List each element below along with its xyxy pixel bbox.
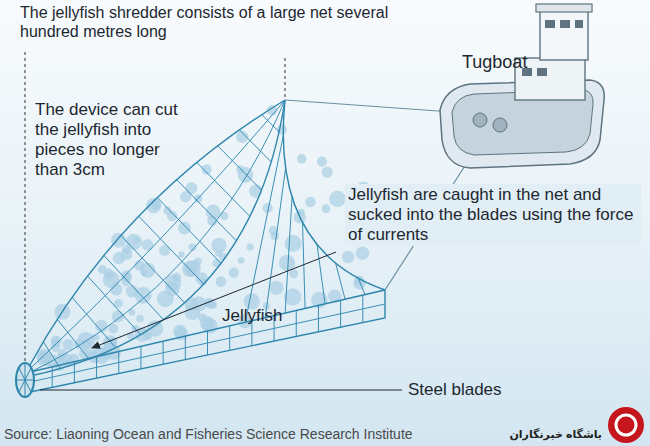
net-strand <box>268 118 277 136</box>
watermark-text: باشگاه خبرنگاران <box>490 428 602 441</box>
net-strand <box>43 343 56 356</box>
title-text: The jellyfish shredder consists of a lar… <box>20 4 410 42</box>
net-strand <box>229 187 240 203</box>
tugboat-label: Tugboat <box>462 52 538 73</box>
jellyfish-label: Jellyfish <box>222 306 322 326</box>
jellyfish-dot <box>195 272 207 284</box>
net-grid <box>30 100 385 387</box>
jellyfish-dot <box>297 154 307 164</box>
net-strand <box>259 136 268 153</box>
net-strand <box>97 323 112 334</box>
net-strand <box>236 143 248 157</box>
jellyfish-dot <box>62 339 73 350</box>
net-strand <box>169 261 182 274</box>
net-strand <box>121 236 185 303</box>
net-strand <box>142 288 156 300</box>
watermark-logo <box>608 407 644 443</box>
net-outline <box>30 100 385 392</box>
jellyfish-dot <box>269 281 283 295</box>
blades-label: Steel blades <box>408 380 528 400</box>
jellyfish-dot <box>201 164 211 174</box>
jellyfish-dot <box>329 191 345 207</box>
net-strand <box>195 233 207 247</box>
source-caption: Source: Liaoning Ocean and Fisheries Sci… <box>4 426 474 443</box>
net-strand <box>96 292 109 305</box>
jellyfish-dot <box>141 270 147 276</box>
jellyfish-dot <box>229 268 239 278</box>
jellyfish-dot <box>285 235 302 252</box>
jellyfish-dot <box>112 310 124 322</box>
net-strand <box>109 279 122 292</box>
tugboat <box>440 4 604 168</box>
jellyfish-dot <box>111 233 126 248</box>
jellyfish-dot <box>135 328 149 342</box>
net-strand <box>30 304 385 382</box>
net-strand <box>218 203 229 218</box>
jellyfish-dot <box>342 251 354 263</box>
net-strand <box>122 266 135 279</box>
net-strand <box>240 171 250 187</box>
net-strand <box>265 168 285 318</box>
net-strand <box>207 218 219 233</box>
net-strand <box>156 275 169 288</box>
net-strand <box>223 157 235 171</box>
net-strand <box>285 197 292 313</box>
net-strand <box>57 319 89 359</box>
jellyfish-dot <box>289 269 298 278</box>
net-strand <box>160 225 173 238</box>
jellyfish-dot <box>238 167 254 183</box>
net-strand <box>157 198 221 264</box>
jellyfish-dot <box>216 276 227 287</box>
jellyfish-dot <box>104 269 114 279</box>
net-strand <box>112 312 127 323</box>
jellyfish-dot <box>178 251 184 257</box>
leader-lines <box>40 252 402 390</box>
net-strand <box>248 128 260 142</box>
jellyfish-dot <box>51 336 62 347</box>
net-strand <box>261 114 273 128</box>
net-strand <box>173 212 186 226</box>
jellyfish-dot <box>178 221 191 234</box>
callout-note: Jellyfish are caught in the net and suck… <box>345 184 641 246</box>
jellyfish-dot <box>247 243 254 250</box>
net-strand <box>70 318 83 331</box>
net-strand <box>135 252 148 265</box>
jellyfish-dot <box>322 167 333 178</box>
net-strand <box>211 171 223 185</box>
net-strand <box>83 305 96 318</box>
net-strand <box>186 198 199 212</box>
net-strand <box>127 300 141 312</box>
steel-blades <box>16 363 34 397</box>
jellyfish-dot <box>238 257 245 264</box>
net-strand <box>148 239 161 252</box>
net-strand <box>57 331 70 344</box>
net-strand <box>177 180 237 241</box>
net-strand <box>250 154 260 171</box>
jellyfish-dot <box>322 204 331 213</box>
jellyfish-dot <box>134 260 145 271</box>
net-strand <box>182 248 195 262</box>
net-strand <box>47 354 64 363</box>
jellyfish-dot <box>200 316 214 330</box>
jellyfish-dot <box>305 197 316 208</box>
net-strand <box>104 255 164 319</box>
jellyfish-dot <box>113 252 125 264</box>
jellyfish-dot <box>126 234 143 251</box>
net-strand <box>317 245 325 304</box>
net-strand <box>64 344 80 354</box>
jellyfish-dot <box>142 239 154 251</box>
device-note: The device can cut the jellyfish into pi… <box>35 100 183 180</box>
net-strand <box>139 216 204 284</box>
jellyfish-dot <box>136 315 144 323</box>
net-strand <box>198 184 211 198</box>
net-strand <box>81 334 97 344</box>
jellyfish-dot <box>317 157 327 167</box>
jellyfish-dot <box>356 247 370 261</box>
